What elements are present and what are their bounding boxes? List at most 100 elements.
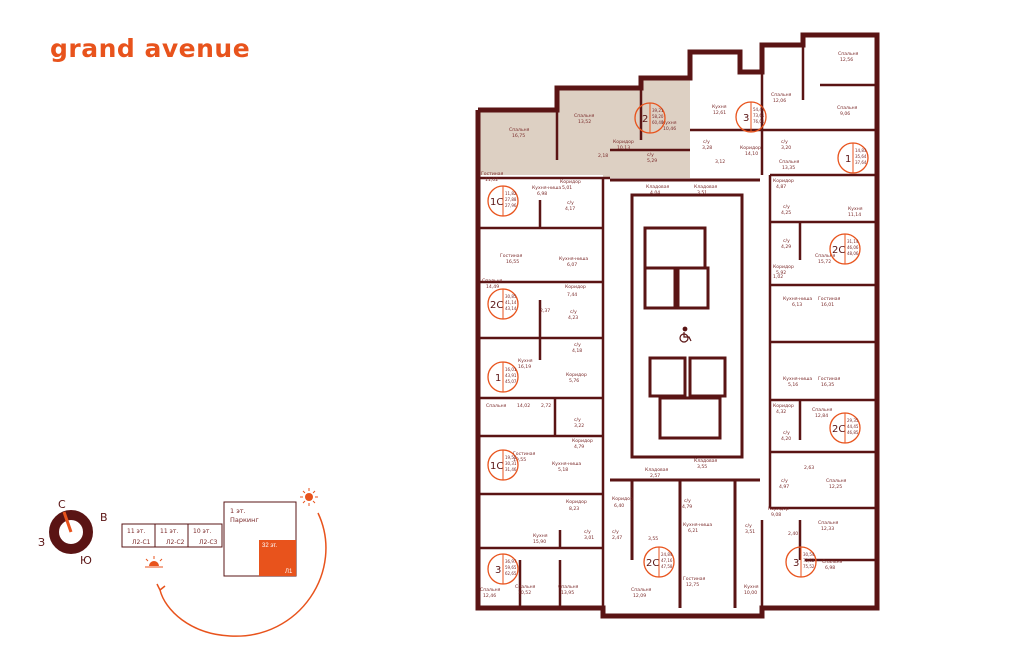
unit-total-area-balcony: 62,65 <box>505 571 517 576</box>
unit-total-area: 58,20 <box>652 114 664 119</box>
brand-logo: grand avenue <box>50 34 251 63</box>
room-label-corridor: Коридор <box>566 499 587 505</box>
room-label-bedroom: Спальня <box>838 51 859 57</box>
unit-badge: 2С 31,14 46,06 48,06 <box>829 233 861 265</box>
highlighted-apartment <box>478 78 690 178</box>
room-label-kitchen-niche: Кухня-ниша <box>683 522 712 528</box>
unit-type: 1С <box>490 197 503 208</box>
room-label-corridor: Коридор <box>773 403 794 409</box>
unit-total-area-balcony: 45,07 <box>505 379 517 384</box>
unit-total-area: 44,45 <box>847 424 859 429</box>
room-label-corridor: Коридор <box>773 178 794 184</box>
unit-type: 2С <box>832 424 845 435</box>
unit-total-area-balcony: 27,96 <box>505 203 517 208</box>
room-area: 4,79 <box>682 504 692 510</box>
room-label-bedroom: Спальня <box>574 113 595 119</box>
unit-total-area-balcony: 76,01 <box>753 119 765 124</box>
room-label-bedroom: Спальня <box>486 403 507 409</box>
room-area: 12,56 <box>840 57 853 63</box>
building-3-code: Л2-С3 <box>199 539 218 546</box>
unit-total-area-balcony: 75,52 <box>803 564 815 569</box>
sun-arc-arrowhead <box>156 583 166 591</box>
room-label-bathroom: с/у <box>584 529 591 535</box>
room-label-kitchen: Кухня <box>518 358 533 364</box>
room-area: 16,75 <box>512 133 525 139</box>
room-label-storage: Кладовая <box>646 184 670 190</box>
room-area: 4,79 <box>574 444 584 450</box>
room-area: 8,23 <box>569 506 579 512</box>
room-area: 12,84 <box>815 413 828 419</box>
room-area: 16,35 <box>821 382 834 388</box>
room-label-living: Гостиная <box>481 171 504 177</box>
unit-total-area: 73,61 <box>753 113 765 118</box>
room-area: 2,47 <box>612 535 622 541</box>
unit-badge: 2 39,21 58,20 60,40 <box>634 102 666 134</box>
building-2-code: Л2-С2 <box>166 539 185 546</box>
room-area: 16,55 <box>506 259 519 265</box>
floor-plan <box>475 32 880 619</box>
room-area: 4,32 <box>776 409 786 415</box>
room-area: 4,25 <box>781 210 791 216</box>
room-area: 12,33 <box>821 526 834 532</box>
unit-type: 2 <box>642 114 648 125</box>
compass: С В Ю З <box>38 498 108 567</box>
room-area: 4,18 <box>572 348 582 354</box>
room-area: 14,49 <box>486 284 499 290</box>
room-label-bedroom: Спальня <box>509 127 530 133</box>
unit-total-area: 27,88 <box>505 197 517 202</box>
room-area: 14,02 <box>517 403 530 409</box>
room-area: 3,20 <box>781 145 791 151</box>
unit-total-area-balcony: 46,85 <box>847 430 859 435</box>
room-area: 12,06 <box>773 98 786 104</box>
room-area: 16,01 <box>821 302 834 308</box>
room-label-corridor: Коридор <box>572 438 593 444</box>
compass-north: С <box>58 498 66 511</box>
room-area: 10,00 <box>744 590 757 596</box>
room-area: 3,28 <box>702 145 712 151</box>
unit-total-area-balcony: 37,64 <box>855 160 867 165</box>
room-label-bathroom: с/у <box>574 417 581 423</box>
room-label-kitchen-niche: Кухня-ниша <box>559 256 588 262</box>
room-area: 4,17 <box>565 206 575 212</box>
unit-badge: 2С 29,35 44,45 46,85 <box>829 412 861 444</box>
room-label-bathroom: с/у <box>647 152 654 158</box>
unit-total-area: 47,16 <box>661 558 673 563</box>
room-area: 12,75 <box>686 582 699 588</box>
building-3-floors: 10 эт. <box>193 528 211 535</box>
room-area: 19,55 <box>513 457 526 463</box>
room-label-bedroom: Спальня <box>515 584 536 590</box>
room-area: 11,02 <box>485 177 498 183</box>
unit-type: 2С <box>490 300 503 311</box>
room-label-living: Гостиная <box>500 253 523 259</box>
unit-badge: 1С 11,82 27,88 27,96 <box>487 185 519 217</box>
room-label-kitchen-niche: Кухня-ниша <box>552 461 581 467</box>
room-area: 3,55 <box>648 536 658 542</box>
unit-type: 3 <box>793 558 799 569</box>
unit-living-area: 31,14 <box>847 239 859 244</box>
room-label-corridor: Коридор <box>560 179 581 185</box>
room-area: 5,76 <box>569 378 579 384</box>
room-label-bathroom: с/у <box>612 529 619 535</box>
room-area: 13,95 <box>561 590 574 596</box>
unit-type: 1 <box>845 154 851 165</box>
room-area: 6,98 <box>825 565 835 571</box>
unit-type: 1 <box>495 373 501 384</box>
room-label-corridor: Коридор <box>566 372 587 378</box>
compass-east: В <box>100 511 108 524</box>
room-area: 6,07 <box>567 262 577 268</box>
room-area: 5,29 <box>647 158 657 164</box>
room-label-kitchen: Кухня <box>662 120 677 126</box>
unit-total-area: 35,64 <box>855 154 867 159</box>
room-area: 6,13 <box>792 302 802 308</box>
room-label-bedroom: Спальня <box>818 520 839 526</box>
parking-label: Паркинг <box>230 516 259 524</box>
room-area: 12,25 <box>829 484 842 490</box>
unit-living-area: 14,83 <box>855 148 867 153</box>
room-area: 13,35 <box>782 165 795 171</box>
compass-west: З <box>38 536 45 549</box>
room-label-bedroom: Спальня <box>482 278 503 284</box>
room-label-bedroom: Спальня <box>779 159 800 165</box>
room-area: 10,46 <box>663 126 676 132</box>
room-area: 6,98 <box>537 191 547 197</box>
